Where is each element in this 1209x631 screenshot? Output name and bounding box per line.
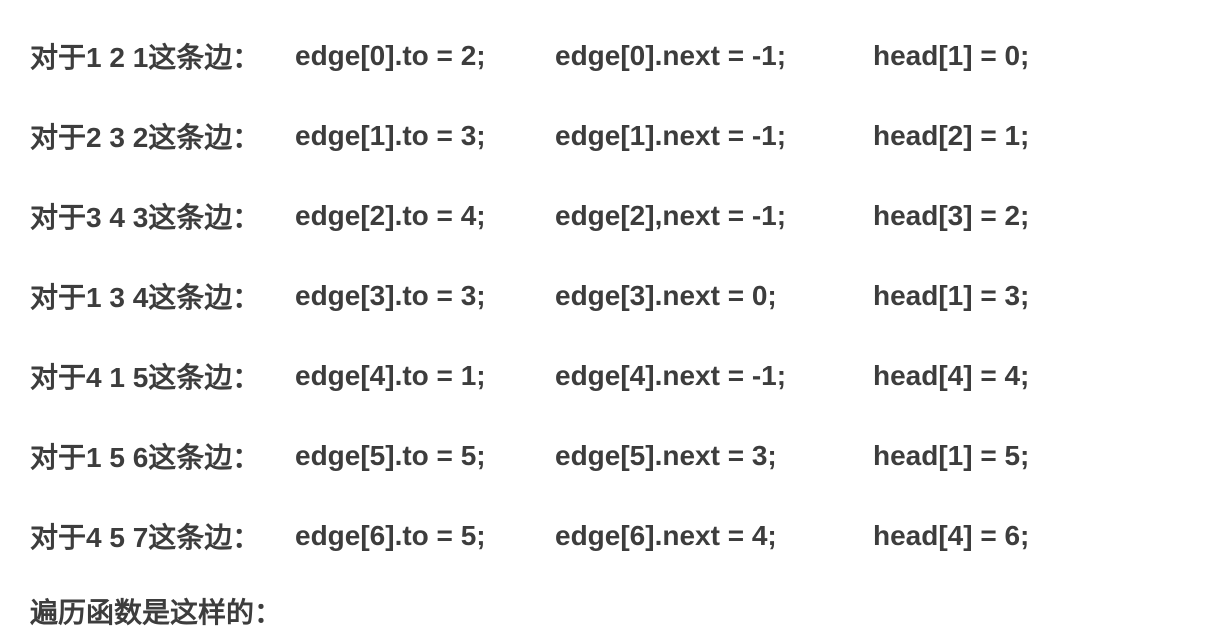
edge-next-assignment: edge[4].next = -1;	[555, 360, 787, 391]
edge-row-label: 对于1 5 6这条边：	[30, 442, 261, 473]
edge-row-label: 对于3 4 3这条边：	[30, 202, 261, 233]
head-assignment: head[1] = 0;	[873, 40, 1030, 71]
edge-row-label: 对于4 5 7这条边：	[30, 522, 261, 553]
edge-to-assignment: edge[3].to = 3;	[295, 280, 486, 311]
edge-row: 对于3 4 3这条边： edge[2].to = 4; edge[2],next…	[0, 176, 1209, 256]
edge-row-label: 对于1 3 4这条边：	[30, 282, 261, 313]
edge-to-assignment: edge[5].to = 5;	[295, 440, 486, 471]
edge-row-label: 对于1 2 1这条边：	[30, 42, 261, 73]
head-assignment: head[3] = 2;	[873, 200, 1030, 231]
edge-to-assignment: edge[1].to = 3;	[295, 120, 486, 151]
edge-next-assignment: edge[0].next = -1;	[555, 40, 787, 71]
edge-to-assignment: edge[4].to = 1;	[295, 360, 486, 391]
edge-assignment-list: 对于1 2 1这条边： edge[0].to = 2; edge[0].next…	[0, 16, 1209, 576]
head-assignment: head[2] = 1;	[873, 120, 1030, 151]
edge-next-assignment: edge[3].next = 0;	[555, 280, 777, 311]
edge-next-assignment: edge[6].next = 4;	[555, 520, 777, 551]
edge-row: 对于1 5 6这条边： edge[5].to = 5; edge[5].next…	[0, 416, 1209, 496]
edge-to-assignment: edge[2].to = 4;	[295, 200, 486, 231]
edge-row: 对于1 3 4这条边： edge[3].to = 3; edge[3].next…	[0, 256, 1209, 336]
head-assignment: head[4] = 4;	[873, 360, 1030, 391]
edge-row-label: 对于4 1 5这条边：	[30, 362, 261, 393]
edge-row-label: 对于2 3 2这条边：	[30, 122, 261, 153]
head-assignment: head[1] = 5;	[873, 440, 1030, 471]
edge-next-assignment: edge[2],next = -1;	[555, 200, 787, 231]
edge-to-assignment: edge[0].to = 2;	[295, 40, 486, 71]
head-assignment: head[1] = 3;	[873, 280, 1030, 311]
edge-next-assignment: edge[5].next = 3;	[555, 440, 777, 471]
edge-row: 对于2 3 2这条边： edge[1].to = 3; edge[1].next…	[0, 96, 1209, 176]
head-assignment: head[4] = 6;	[873, 520, 1030, 551]
edge-next-assignment: edge[1].next = -1;	[555, 120, 787, 151]
edge-to-assignment: edge[6].to = 5;	[295, 520, 486, 551]
traversal-function-heading: 遍历函数是这样的：	[30, 597, 283, 628]
edge-row: 对于4 5 7这条边： edge[6].to = 5; edge[6].next…	[0, 496, 1209, 576]
edge-row: 对于1 2 1这条边： edge[0].to = 2; edge[0].next…	[0, 16, 1209, 96]
edge-row: 对于4 1 5这条边： edge[4].to = 1; edge[4].next…	[0, 336, 1209, 416]
